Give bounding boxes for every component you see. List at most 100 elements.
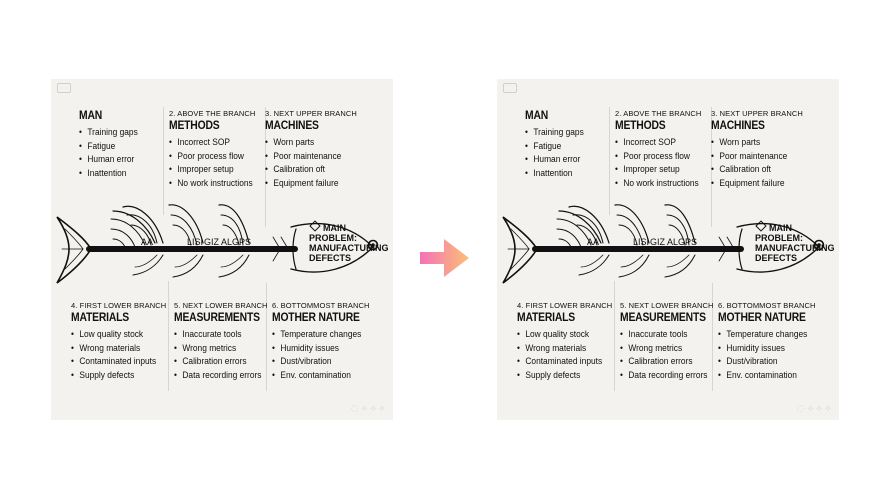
cause-item: Calibration errors (620, 355, 709, 369)
watermark-logo: ◌ ⟡ ⟡ ⟡ (796, 404, 831, 414)
cause-item: Poor maintenance (711, 150, 796, 164)
bone-mark-2: LISI (633, 237, 649, 247)
cause-item: Wrong metrics (174, 342, 263, 356)
cause-item: Human error (525, 153, 584, 167)
fishbone-skeleton: AA LISI GIZ AL GPS (502, 204, 825, 284)
bone-mark-1: AA (141, 237, 153, 247)
cause-item: Calibration oft (711, 163, 796, 177)
cause-item: No work instructions (169, 177, 252, 191)
cause-item: Contaminated inputs (517, 355, 606, 369)
branch-title: MOTHER NATURE (272, 312, 360, 324)
transform-arrow-icon (418, 236, 472, 285)
cause-item: Dust/vibration (718, 355, 809, 369)
fish-eye-icon (367, 239, 379, 251)
fish-eye-icon (813, 239, 825, 251)
bone-mark-4: AL (667, 237, 678, 247)
cause-item: Wrong metrics (620, 342, 709, 356)
branch-subtitle: 2. ABOVE THE BRANCH (169, 109, 256, 118)
divider-lower (712, 283, 713, 391)
cause-item: Incorrect SOP (615, 136, 699, 150)
cause-item: Env. contamination (718, 369, 809, 383)
branch-subtitle: 3. NEXT UPPER BRANCH (711, 109, 803, 118)
cause-list: Inaccurate toolsWrong metricsCalibration… (174, 328, 269, 382)
cause-item: Wrong materials (517, 342, 606, 356)
bone-mark-1: AA (587, 237, 599, 247)
branch-measurements: 5. NEXT LOWER BRANCH MEASUREMENTS Inaccu… (174, 301, 269, 382)
cause-item: Low quality stock (71, 328, 160, 342)
branch-subtitle: 5. NEXT LOWER BRANCH (174, 301, 268, 310)
cause-item: Wrong materials (71, 342, 160, 356)
divider-upper (609, 107, 610, 215)
branch-machines: 3. NEXT UPPER BRANCH MACHINES Worn parts… (265, 109, 357, 190)
branch-mother-nature: 6. BOTTOMMOST BRANCH MOTHER NATURE Tempe… (718, 301, 816, 382)
cause-item: Calibration errors (174, 355, 263, 369)
branch-materials: 4. FIRST LOWER BRANCH MATERIALS Low qual… (517, 301, 612, 382)
fishbone-skeleton: AA LISI GIZ AL GPS (56, 204, 379, 284)
corner-logo-icon (57, 83, 71, 93)
problem-head-label: MAIN PROBLEM: MANUFACTURING DEFECTS (755, 220, 835, 263)
branch-subtitle: 6. BOTTOMMOST BRANCH (718, 301, 816, 310)
divider-lower (168, 281, 169, 391)
cause-item: Equipment failure (265, 177, 350, 191)
problem-head-label: MAIN PROBLEM: MANUFACTURING DEFECTS (309, 220, 389, 263)
branch-subtitle: 4. FIRST LOWER BRANCH (517, 301, 613, 310)
cause-item: Inattention (79, 167, 138, 181)
divider-lower (614, 281, 615, 391)
cause-item: Fatigue (525, 140, 584, 154)
corner-logo-icon (503, 83, 517, 93)
branch-subtitle: 5. NEXT LOWER BRANCH (620, 301, 714, 310)
branch-subtitle: 2. ABOVE THE BRANCH (615, 109, 702, 118)
branch-title: MACHINES (265, 120, 319, 132)
cause-item: No work instructions (615, 177, 698, 191)
bone-mark-5: GPS (232, 237, 251, 247)
bone-mark-3: GIZ (650, 237, 666, 247)
bone-mark-2: LISI (187, 237, 203, 247)
cause-item: Worn parts (265, 136, 350, 150)
cause-list: Inaccurate toolsWrong metricsCalibration… (620, 328, 715, 382)
cause-item: Contaminated inputs (71, 355, 160, 369)
cause-item: Human error (79, 153, 138, 167)
divider-upper (163, 107, 164, 215)
divider-lower (266, 283, 267, 391)
cause-list: Training gapsFatigueHuman errorInattenti… (79, 126, 142, 180)
cause-list: Training gapsFatigueHuman errorInattenti… (525, 126, 588, 180)
branch-subtitle: 4. FIRST LOWER BRANCH (71, 301, 167, 310)
cause-item: Low quality stock (517, 328, 606, 342)
branch-subtitle: 6. BOTTOMMOST BRANCH (272, 301, 370, 310)
branch-materials: 4. FIRST LOWER BRANCH MATERIALS Low qual… (71, 301, 166, 382)
cause-item: Temperature changes (272, 328, 363, 342)
cause-item: Humidity issues (272, 342, 363, 356)
cause-item: Inaccurate tools (620, 328, 709, 342)
cause-item: Supply defects (71, 369, 160, 383)
branch-machines: 3. NEXT UPPER BRANCH MACHINES Worn parts… (711, 109, 803, 190)
cause-item: Improper setup (169, 163, 253, 177)
cause-item: Training gaps (79, 126, 137, 140)
branch-title: MEASUREMENTS (174, 312, 260, 324)
original-diagram-panel: AA LISI GIZ AL GPS MAN Training gapsFati… (51, 79, 393, 420)
cause-list: Worn partsPoor maintenanceCalibration of… (265, 136, 357, 190)
branch-title: MAN (79, 110, 103, 122)
branch-man: MAN Training gapsFatigueHuman errorInatt… (79, 109, 142, 180)
branch-title: METHODS (615, 120, 666, 132)
cause-item: Humidity issues (718, 342, 809, 356)
cause-item: Incorrect SOP (169, 136, 253, 150)
cause-item: Equipment failure (711, 177, 796, 191)
cause-list: Worn partsPoor maintenanceCalibration of… (711, 136, 803, 190)
cause-list: Incorrect SOPPoor process flowImproper s… (615, 136, 705, 190)
watermark-logo: ◌ ⟡ ⟡ ⟡ (350, 404, 385, 414)
branch-title: MOTHER NATURE (718, 312, 806, 324)
cause-item: Data recording errors (620, 369, 709, 383)
cause-item: Inaccurate tools (174, 328, 263, 342)
cause-item: Training gaps (525, 126, 583, 140)
branch-methods: 2. ABOVE THE BRANCH METHODS Incorrect SO… (615, 109, 705, 190)
cause-list: Incorrect SOPPoor process flowImproper s… (169, 136, 259, 190)
bone-mark-5: GPS (678, 237, 697, 247)
cause-item: Calibration oft (265, 163, 350, 177)
bone-mark-4: AL (221, 237, 232, 247)
branch-man: MAN Training gapsFatigueHuman errorInatt… (525, 109, 588, 180)
branch-subtitle: 3. NEXT UPPER BRANCH (265, 109, 357, 118)
bone-mark-3: GIZ (204, 237, 220, 247)
branch-methods: 2. ABOVE THE BRANCH METHODS Incorrect SO… (169, 109, 259, 190)
branch-title: METHODS (169, 120, 220, 132)
branch-title: MATERIALS (71, 312, 129, 324)
